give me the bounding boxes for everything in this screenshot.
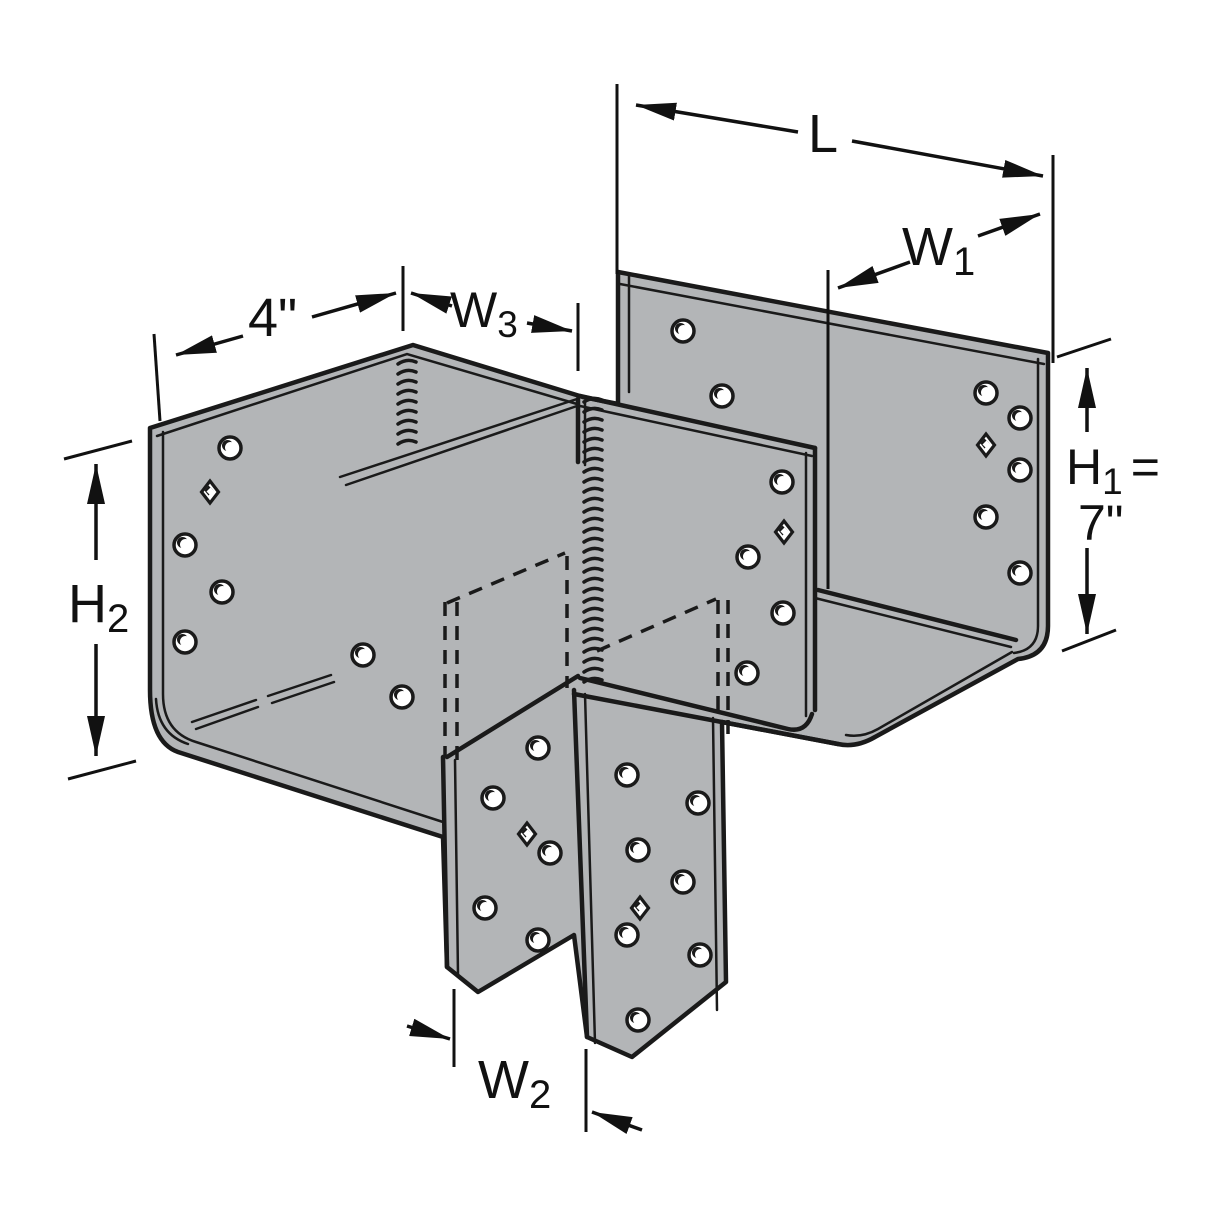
dimension-seat-4in: 4": [152, 266, 405, 422]
label-w2: W2: [478, 1050, 551, 1117]
hidden-column-outline: [443, 551, 730, 760]
left-channel-lines: [154, 352, 581, 824]
label-4in: 4": [248, 288, 297, 348]
right-channel-lines: [571, 274, 1046, 747]
weld-seam-center: [582, 396, 604, 684]
connector-body: [147, 269, 1051, 1060]
dimension-w2: W2: [406, 989, 643, 1135]
label-l: L: [808, 104, 838, 164]
label-w1: W1: [902, 217, 975, 284]
dimension-h2: H2: [63, 439, 137, 781]
dimension-h1: H1= 7": [1056, 337, 1160, 653]
label-h1: H1=: [1066, 439, 1160, 502]
column-strap-lines: [440, 687, 719, 1045]
dimension-l: L: [615, 84, 1055, 363]
label-h2: H2: [68, 574, 129, 641]
weld-seams: [396, 358, 604, 684]
dimension-w3: W3: [410, 282, 580, 371]
dimension-w1: W1: [826, 212, 1041, 589]
label-w3: W3: [450, 282, 518, 345]
label-h1-value: 7": [1078, 495, 1124, 551]
weld-seam-left: [396, 358, 418, 446]
